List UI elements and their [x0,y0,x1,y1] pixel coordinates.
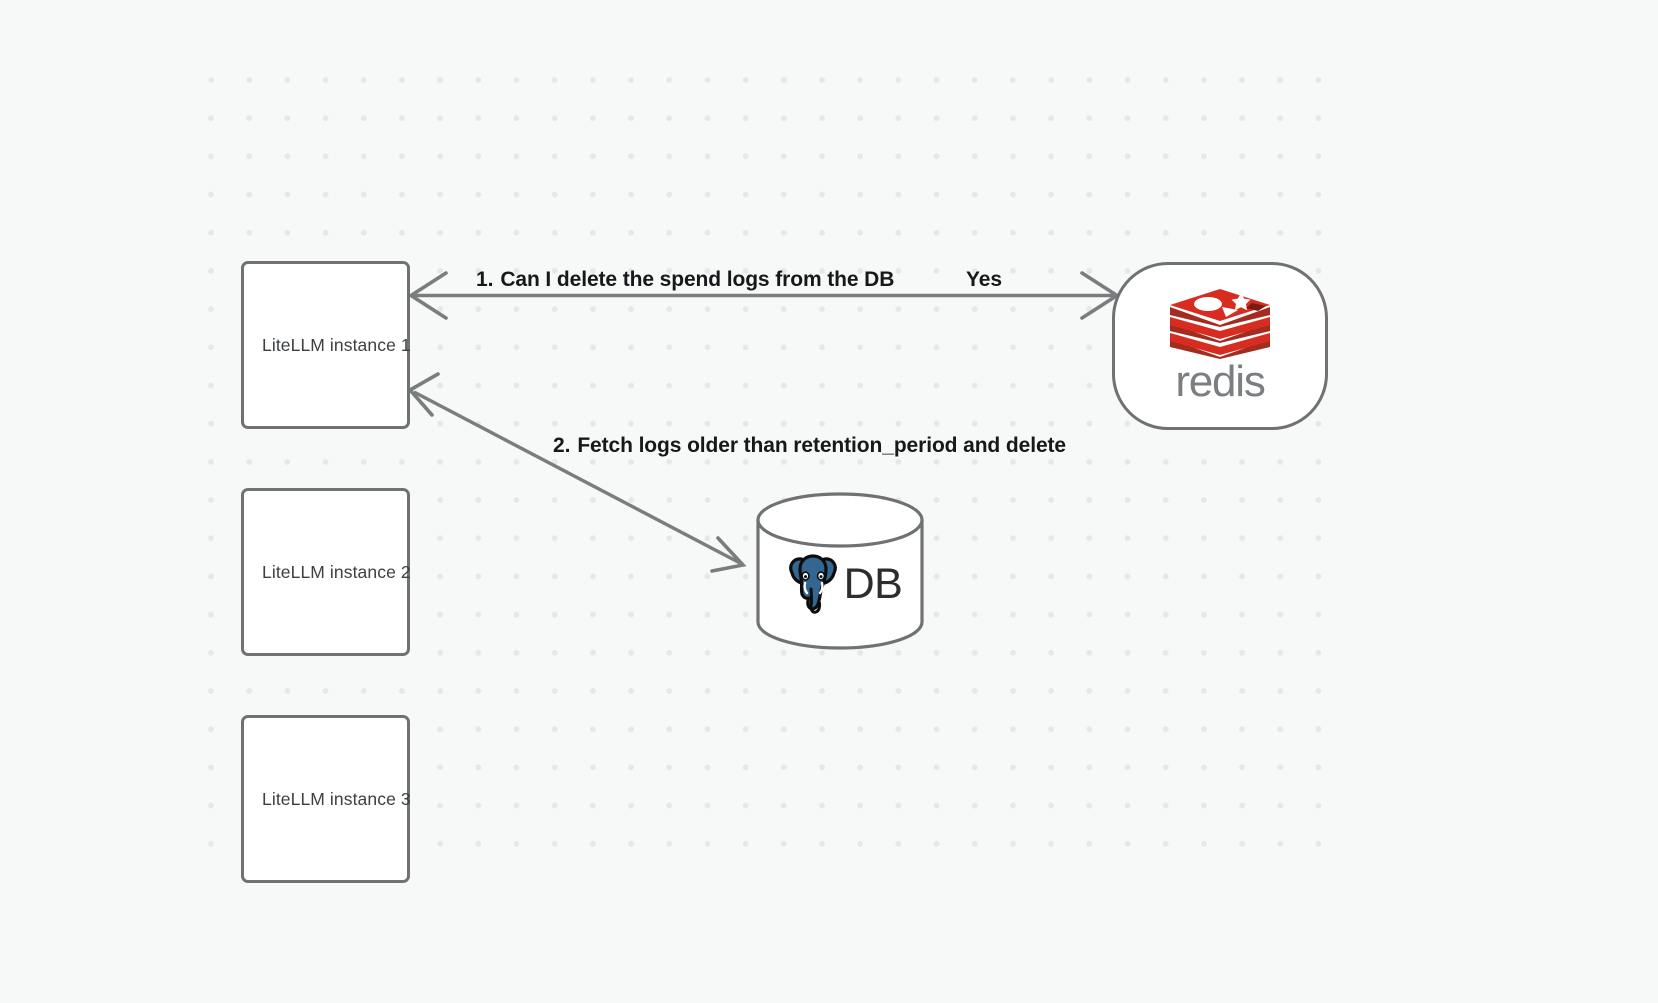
redis-logo-group: redis [1166,287,1274,403]
edge-label-step-1-text: Can I delete the spend logs from the DB [500,268,895,291]
postgresql-elephant-icon [788,554,837,614]
db-logo-group: DB [754,492,926,650]
node-litellm-instance-3[interactable]: LiteLLM instance 3 [241,715,411,883]
node-litellm-instance-1[interactable]: LiteLLM instance 1 [241,261,411,429]
node-litellm-instance-1-label: LiteLLM instance 1 [262,334,411,355]
node-litellm-instance-3-label: LiteLLM instance 3 [262,788,411,809]
redis-logo-icon [1170,289,1270,360]
arrowhead-lower-right [710,536,747,573]
db-label: DB [843,559,903,608]
node-database[interactable]: DB [754,492,926,650]
edge-label-step-2-text: Fetch logs older than retention_period a… [577,434,1066,457]
node-redis[interactable]: redis [1112,262,1328,430]
arrowhead-upper-left [407,372,440,417]
edge-label-step-1-number: 1. [476,268,494,291]
redis-wordmark: redis [1175,357,1266,407]
edge-label-step-2-number: 2. [553,434,571,457]
edge-label-step-2: 2. Fetch logs older than retention_period… [553,434,1066,458]
node-litellm-instance-2[interactable]: LiteLLM instance 2 [241,488,411,656]
edge-label-step-1: 1. Can I delete the spend logs from the D… [476,268,894,292]
arrowhead-left [407,271,448,320]
edge-label-reply-yes: Yes [966,268,1002,291]
cylinder-shape-icon [756,492,924,650]
edge-litellm1-db [407,372,747,573]
node-litellm-instance-2-label: LiteLLM instance 2 [262,561,411,582]
